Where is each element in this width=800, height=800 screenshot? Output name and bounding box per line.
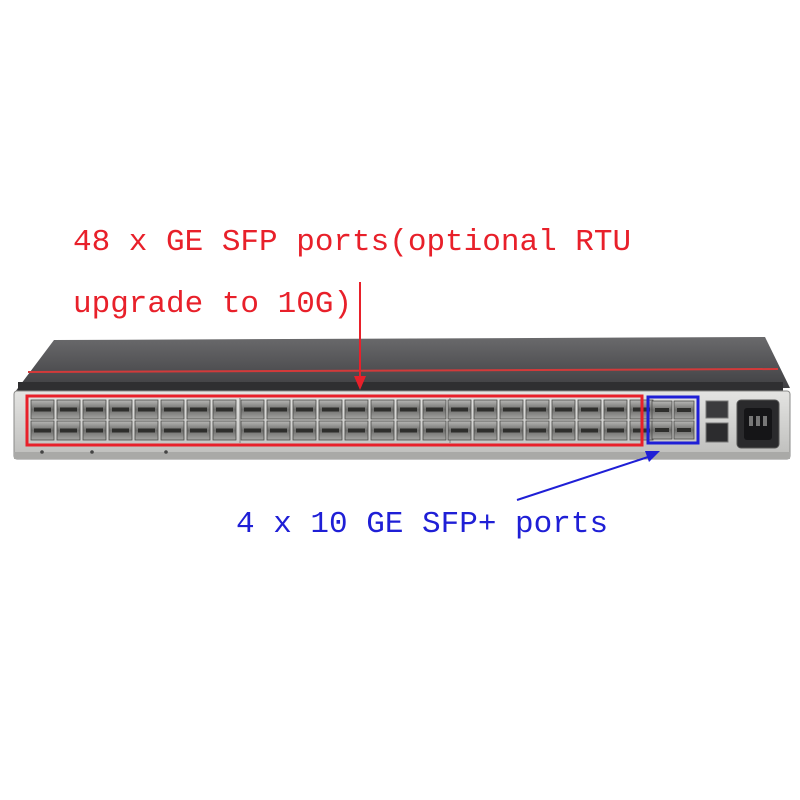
sfp-plus-highlight-box (646, 395, 700, 445)
sfp-plus-port-c2-bottom-slot (677, 428, 691, 432)
sfp-ports-label: 48 x GE SFP ports(optional RTU upgrade t… (73, 212, 631, 336)
status-led-1 (40, 450, 44, 454)
sfp-port-b3-c2-top-slot (477, 407, 494, 412)
management-port-upper (705, 400, 729, 419)
sfp-port-b2-c2-top-slot (270, 407, 287, 412)
sfp-ports-label-line2: upgrade to 10G) (73, 287, 353, 322)
blue-arrow-head (645, 451, 660, 462)
sfp-port-b1-c1-bottom-slot (34, 428, 51, 433)
sfp-port-b2-c1-bottom-slot (244, 428, 261, 433)
status-led-3 (164, 450, 168, 454)
sfp-port-b1-c8-top-slot (216, 407, 233, 412)
management-port-lower (705, 422, 729, 443)
sfp-port-b1-c2-bottom-slot (60, 428, 77, 433)
sfp-port-b2-c1-top-slot (244, 407, 261, 412)
sfp-port-b2-c7-top-slot (400, 407, 417, 412)
status-led-2 (90, 450, 94, 454)
sfp-plus-port-c2-top-slot (677, 408, 691, 412)
sfp-port-b1-c6-top-slot (164, 407, 181, 412)
sfp-port-b1-c3-bottom-slot (86, 428, 103, 433)
power-pin-right (763, 416, 767, 426)
sfp-port-b2-c8-top-slot (426, 407, 443, 412)
sfp-port-b3-c3-bottom-slot (503, 428, 520, 433)
sfp-port-b2-c6-bottom-slot (374, 428, 391, 433)
sfp-port-b2-c3-top-slot (296, 407, 313, 412)
sfp-ports-label-line1: 48 x GE SFP ports(optional RTU (73, 225, 632, 260)
bottom-edge (14, 452, 790, 459)
sfp-port-b1-c6-bottom-slot (164, 428, 181, 433)
sfp-port-b1-c5-top-slot (138, 407, 155, 412)
sfp-port-b1-c2-top-slot (60, 407, 77, 412)
sfp-port-b3-c5-bottom-slot (555, 428, 572, 433)
sfp-port-b1-c8-bottom-slot (216, 428, 233, 433)
sfp-port-b2-c4-top-slot (322, 407, 339, 412)
sfp-port-b1-c7-top-slot (190, 407, 207, 412)
sfp-port-b2-c2-bottom-slot (270, 428, 287, 433)
sfp-port-b3-c4-top-slot (529, 407, 546, 412)
power-pin-left (749, 416, 753, 426)
sfp-port-b3-c7-bottom-slot (607, 428, 624, 433)
sfp-port-b3-c5-top-slot (555, 407, 572, 412)
sfp-port-b3-c1-bottom-slot (451, 428, 468, 433)
red-arrow-head (354, 376, 366, 390)
sfp-plus-port-area (651, 400, 695, 440)
sfp-port-b2-c8-bottom-slot (426, 428, 443, 433)
sfp-port-b3-c1-top-slot (451, 407, 468, 412)
sfp-port-b1-c7-bottom-slot (190, 428, 207, 433)
sfp-port-b3-c6-top-slot (581, 407, 598, 412)
vent-strip (18, 382, 783, 392)
sfp-port-area (30, 398, 654, 443)
sfp-port-b2-c5-top-slot (348, 407, 365, 412)
sfp-port-b3-c3-top-slot (503, 407, 520, 412)
blue-arrow-line (516, 456, 649, 501)
sfp-plus-port-c1-top-slot (655, 408, 669, 412)
sfp-plus-ports-label: 4 x 10 GE SFP+ ports (236, 507, 609, 542)
sfp-highlight-box (25, 394, 644, 447)
sfp-plus-port-c1-bottom-slot (655, 428, 669, 432)
top-accent-stripe (27, 368, 779, 373)
sfp-port-b2-c7-bottom-slot (400, 428, 417, 433)
sfp-port-b2-c6-top-slot (374, 407, 391, 412)
sfp-port-b3-c4-bottom-slot (529, 428, 546, 433)
power-pin-middle (756, 416, 760, 426)
chassis-top (15, 337, 790, 392)
sfp-port-b1-c5-bottom-slot (138, 428, 155, 433)
sfp-port-b3-c7-top-slot (607, 407, 624, 412)
sfp-port-b3-c6-bottom-slot (581, 428, 598, 433)
sfp-port-b3-c2-bottom-slot (477, 428, 494, 433)
sfp-port-b1-c1-top-slot (34, 407, 51, 412)
sfp-port-b1-c4-top-slot (112, 407, 129, 412)
sfp-port-b2-c3-bottom-slot (296, 428, 313, 433)
sfp-port-b2-c5-bottom-slot (348, 428, 365, 433)
sfp-port-b1-c4-bottom-slot (112, 428, 129, 433)
sfp-port-b1-c3-top-slot (86, 407, 103, 412)
sfp-port-b2-c4-bottom-slot (322, 428, 339, 433)
